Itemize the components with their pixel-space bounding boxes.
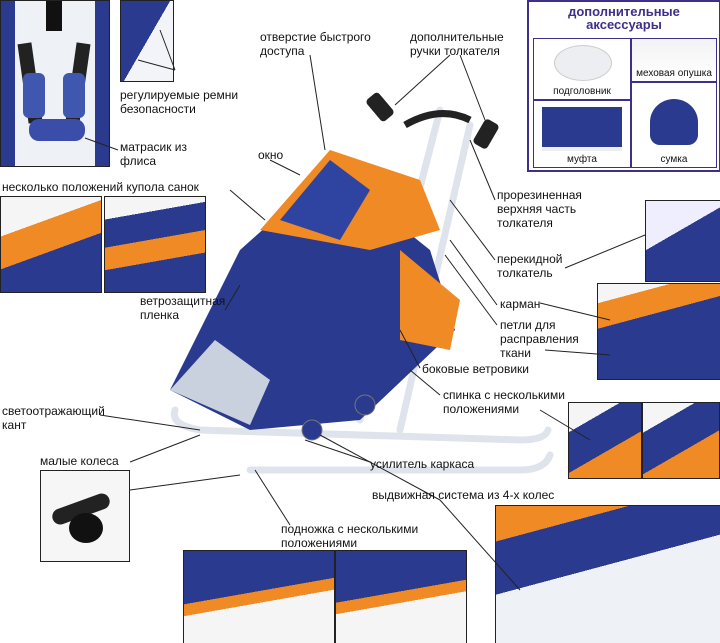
canopy-position-photo-2 — [104, 196, 206, 293]
label-line: безопасности — [120, 102, 196, 116]
label-line: прорезиненная — [497, 188, 582, 202]
label-line: пленка — [140, 308, 179, 322]
small-wheel-photo — [40, 470, 130, 562]
label-line: ручки толкателя — [410, 44, 500, 58]
label-line: положениями — [443, 402, 520, 416]
label-frame-reinforcement: усилитель каркаса — [370, 457, 475, 471]
accessory-label: муфта — [567, 154, 597, 165]
label-line: подножка с несколькими — [281, 522, 419, 536]
label-line: ткани — [500, 346, 532, 360]
label-side-windbreaks: боковые ветровики — [422, 362, 530, 376]
fleece-mattress-photo — [0, 0, 110, 167]
accessories-panel: дополнительные аксессуары подголовник ме… — [527, 0, 720, 172]
canopy-position-photo-1 — [0, 196, 102, 293]
reversible-handle-photo — [645, 200, 720, 282]
label-line: петли для — [500, 318, 556, 332]
label-wheel-system: выдвижная система из 4-х колес — [372, 488, 555, 502]
label-line: флиса — [120, 154, 156, 168]
accessory-fur-trim: меховая опушка — [631, 38, 717, 82]
label-line: отверстие быстрого — [260, 30, 371, 44]
label-line: толкателя — [497, 216, 553, 230]
backrest-photo-2 — [642, 402, 720, 479]
label-line: перекидной — [497, 252, 563, 266]
label-line: матрасик из — [120, 140, 187, 154]
accessory-label: подголовник — [553, 86, 611, 97]
sled-body — [170, 92, 499, 441]
label-canopy-positions: несколько положений купола санок — [2, 180, 199, 194]
leader-lines — [84, 29, 646, 591]
label-line: доступа — [260, 44, 305, 58]
label-window: окно — [258, 148, 284, 162]
label-line: регулируемые ремни — [120, 88, 239, 102]
label-small-wheels: малые колеса — [40, 454, 119, 468]
label-line: верхняя часть — [497, 202, 577, 216]
label-pocket: карман — [500, 297, 541, 311]
pocket-photo — [597, 283, 720, 380]
footrest-photo-2 — [335, 550, 467, 643]
accessory-bag: сумка — [631, 82, 717, 168]
backrest-photo-1 — [568, 402, 642, 479]
label-line: расправления — [500, 332, 579, 346]
accessory-headrest: подголовник — [533, 38, 631, 100]
label-line: кант — [2, 418, 27, 432]
accessory-label: сумка — [660, 154, 688, 165]
wheel-system-photo — [495, 505, 720, 643]
accessories-title-line2: аксессуары — [586, 17, 662, 32]
accessories-title-line1: дополнительные — [568, 4, 680, 19]
accessory-muff: муфта — [533, 100, 631, 168]
label-line: светоотражающий — [2, 404, 105, 418]
label-line: спинка с несколькими — [443, 388, 565, 402]
footrest-photo-1 — [183, 550, 335, 643]
label-line: толкатель — [497, 266, 553, 280]
accessories-title: дополнительные аксессуары — [529, 5, 719, 31]
safety-belt-photo — [120, 0, 174, 82]
label-line: ветрозащитная — [140, 294, 226, 308]
label-line: дополнительные — [410, 30, 504, 44]
label-line: положениями — [281, 536, 358, 550]
accessory-label: меховая опушка — [636, 68, 712, 79]
